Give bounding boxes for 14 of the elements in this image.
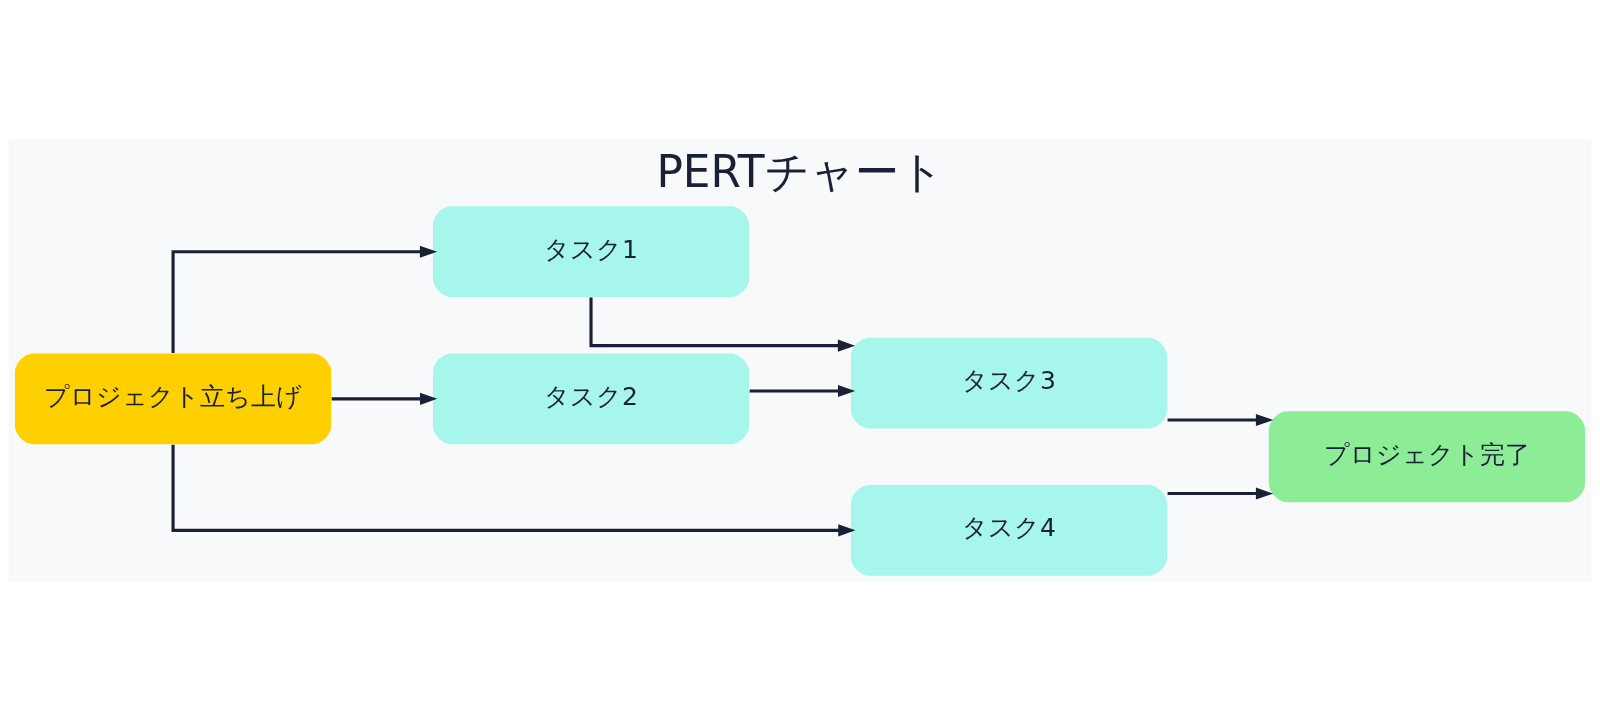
node-box: タスク4	[850, 484, 1168, 576]
arrow	[1167, 487, 1274, 500]
arrow	[589, 297, 856, 352]
node-box: プロジェクト完了	[1268, 410, 1586, 502]
arrow	[171, 245, 438, 353]
node-box: タスク2	[432, 352, 750, 444]
arrow	[1167, 413, 1274, 426]
diagram-title: PERTチャート	[656, 145, 944, 197]
node-box: プロジェクト立ち上げ	[14, 352, 332, 444]
node-box: タスク3	[850, 337, 1168, 429]
arrow	[171, 444, 856, 536]
arrow	[749, 384, 856, 397]
arrow	[331, 392, 438, 405]
node-box: タスク1	[432, 205, 750, 297]
